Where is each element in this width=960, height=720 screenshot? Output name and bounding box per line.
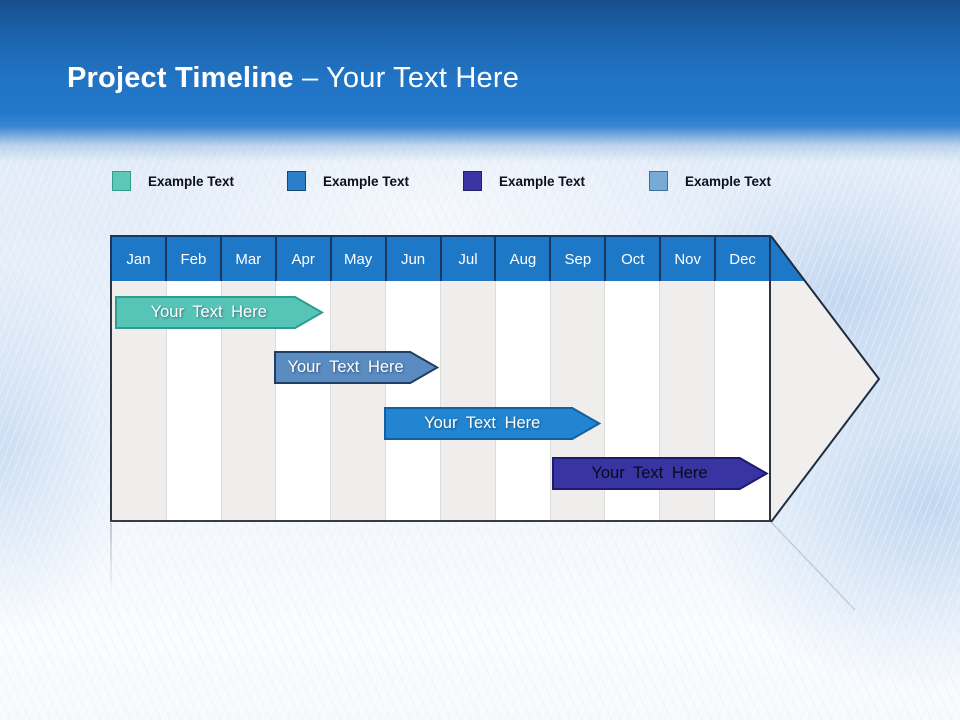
grid-column-aug — [495, 281, 551, 520]
grid-column-nov — [660, 281, 716, 520]
legend-color-chip — [463, 171, 482, 191]
grid-column-jul — [440, 281, 496, 520]
legend-label: Example Text — [499, 174, 586, 189]
title-banner — [0, 0, 960, 162]
timeline-arrowhead — [771, 235, 881, 523]
grid-column-apr — [276, 281, 332, 520]
month-cell-jan: Jan — [112, 237, 167, 281]
month-cell-apr: Apr — [277, 237, 332, 281]
grid-column-may — [331, 281, 387, 520]
page-title-bold: Project Timeline — [67, 62, 294, 94]
arrowhead-reflection — [770, 522, 856, 611]
page-title[interactable]: Project Timeline – Your Text Here — [67, 60, 519, 96]
timeline-grid — [110, 281, 771, 522]
legend-color-chip — [649, 171, 668, 191]
legend-color-chip — [287, 171, 306, 191]
month-cell-jun: Jun — [387, 237, 442, 281]
legend-label: Example Text — [148, 174, 235, 189]
legend-label: Example Text — [323, 174, 410, 189]
grid-column-dec — [715, 281, 769, 520]
grid-column-mar — [221, 281, 277, 520]
month-cell-mar: Mar — [222, 237, 277, 281]
month-cell-nov: Nov — [661, 237, 717, 281]
legend-label: Example Text — [685, 174, 772, 189]
month-cell-may: May — [332, 237, 387, 281]
page-title-regular: – Your Text Here — [301, 62, 520, 94]
legend-color-chip — [112, 171, 131, 191]
month-cell-feb: Feb — [167, 237, 222, 281]
month-cell-oct: Oct — [606, 237, 662, 281]
grid-column-sep — [550, 281, 606, 520]
month-cell-jul: Jul — [442, 237, 497, 281]
grid-column-feb — [166, 281, 222, 520]
grid-column-oct — [605, 281, 661, 520]
month-cell-dec: Dec — [716, 237, 772, 281]
table-reflection-line — [110, 523, 112, 595]
grid-column-jun — [386, 281, 441, 520]
month-cell-sep: Sep — [551, 237, 607, 281]
grid-column-jan — [112, 281, 167, 520]
month-cell-aug: Aug — [496, 237, 552, 281]
page-title-space — [294, 62, 302, 94]
